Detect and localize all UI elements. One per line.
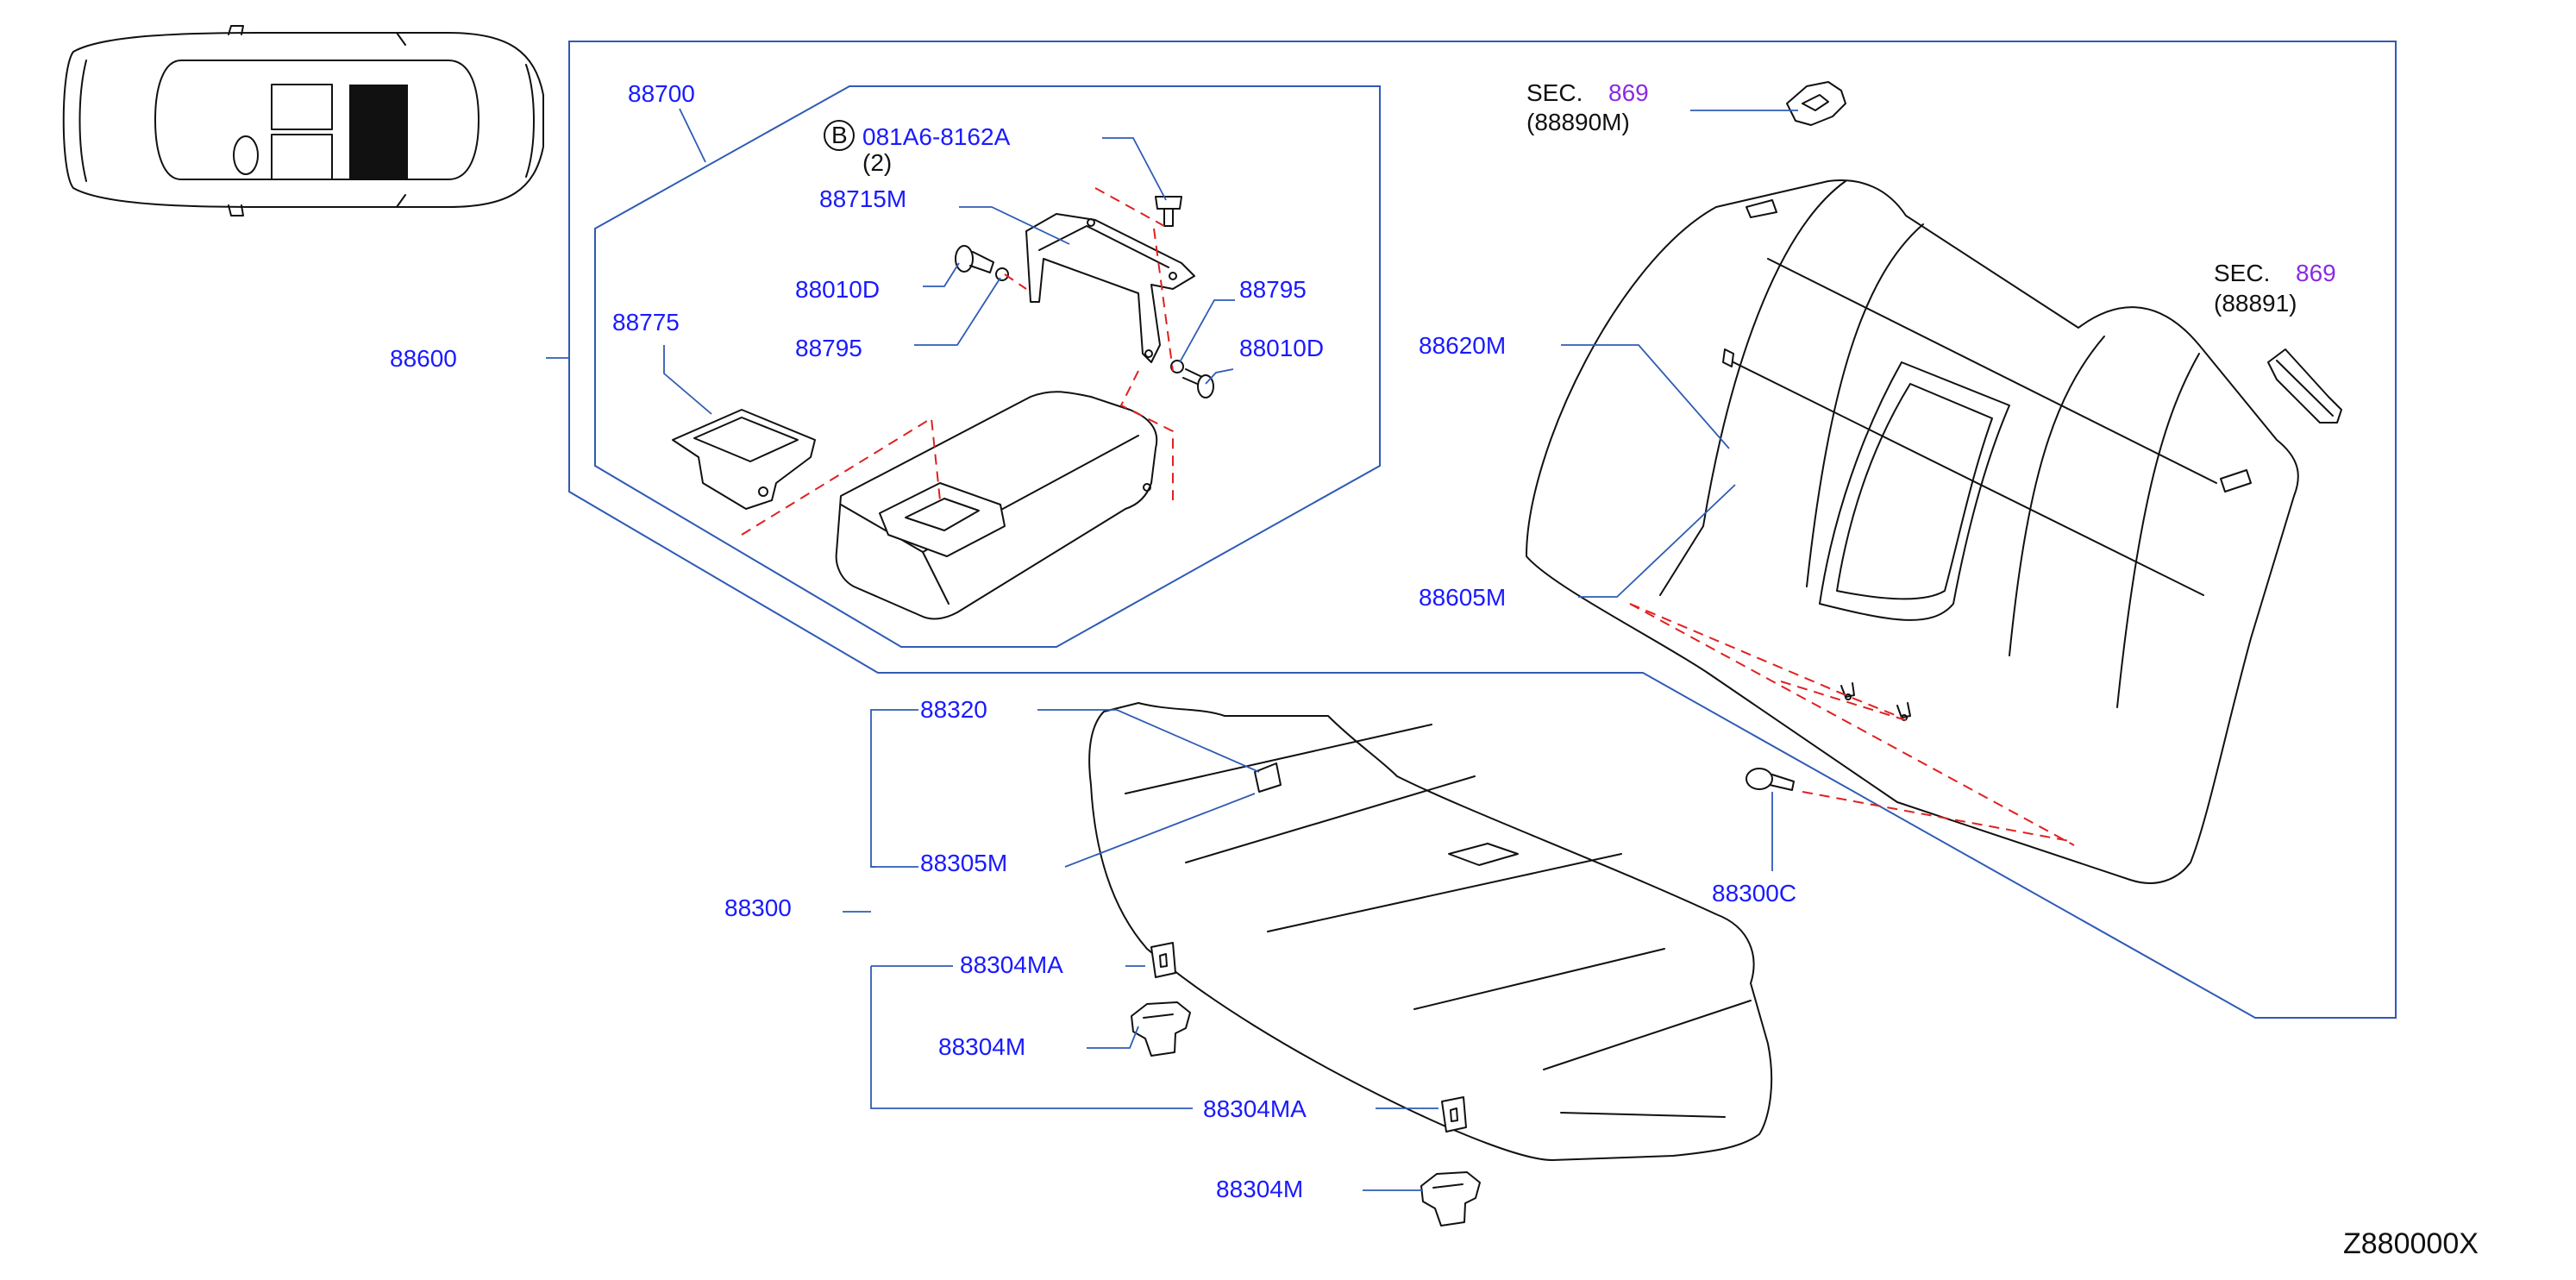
sec-ref-right-prefix: SEC. bbox=[2214, 260, 2270, 286]
label-88304ma-upper[interactable]: 88304MA bbox=[960, 951, 1063, 978]
nut-88795-left bbox=[995, 267, 1009, 281]
label-081a6-8162a[interactable]: 081A6-8162A bbox=[862, 123, 1011, 150]
label-88305m[interactable]: 88305M bbox=[920, 850, 1007, 876]
label-bolt-quantity: (2) bbox=[862, 149, 892, 176]
armrest-assembly bbox=[835, 391, 1158, 620]
label-88620m[interactable]: 88620M bbox=[1419, 332, 1506, 359]
circle-b-marker bbox=[824, 120, 855, 151]
car-top-view-icon bbox=[62, 25, 544, 216]
label-88700[interactable]: 88700 bbox=[628, 80, 695, 107]
clip-88891 bbox=[2267, 348, 2342, 424]
diagram-code: Z880000X bbox=[2343, 1227, 2479, 1260]
label-88600[interactable]: 88600 bbox=[390, 345, 457, 372]
label-88304ma-lower[interactable]: 88304MA bbox=[1203, 1095, 1307, 1122]
bolt-marker-letter: B bbox=[831, 122, 848, 148]
armrest-cup-holder-88775 bbox=[672, 409, 816, 510]
label-88300c[interactable]: 88300C bbox=[1712, 880, 1796, 907]
screw-88010d-right bbox=[1182, 368, 1214, 398]
label-88304m-lower[interactable]: 88304M bbox=[1216, 1176, 1303, 1202]
seat-back-88600 bbox=[1526, 179, 2299, 884]
nut-88795-right bbox=[1170, 360, 1184, 373]
clip-88304m-upper bbox=[1131, 1001, 1191, 1057]
label-88795-left[interactable]: 88795 bbox=[795, 335, 862, 361]
label-88795-right[interactable]: 88795 bbox=[1239, 276, 1307, 303]
bolt-88300c bbox=[1746, 768, 1795, 791]
clip-88304ma-lower bbox=[1441, 1096, 1467, 1133]
label-88775[interactable]: 88775 bbox=[612, 309, 680, 336]
screw-88010d-left bbox=[955, 245, 994, 273]
frame-88600-outline bbox=[568, 41, 2397, 1019]
clip-88304m-lower bbox=[1420, 1171, 1481, 1227]
seat-cushion-88300 bbox=[1088, 702, 1773, 1161]
label-88320[interactable]: 88320 bbox=[920, 696, 987, 723]
armrest-bracket-88715m bbox=[1025, 213, 1195, 363]
label-88715m[interactable]: 88715M bbox=[819, 185, 906, 212]
label-88300[interactable]: 88300 bbox=[724, 894, 792, 921]
sec-ref-top-number[interactable]: 869 bbox=[1608, 79, 1649, 106]
label-88304m-upper[interactable]: 88304M bbox=[938, 1033, 1025, 1060]
label-88010d-left[interactable]: 88010D bbox=[795, 276, 880, 303]
clip-88304ma-upper bbox=[1150, 942, 1176, 978]
sec-ref-right-part: (88891) bbox=[2214, 290, 2297, 317]
label-88010d-right[interactable]: 88010D bbox=[1239, 335, 1324, 361]
frame-88700-outline bbox=[594, 85, 1381, 648]
sec-ref-right-number[interactable]: 869 bbox=[2296, 260, 2336, 286]
sec-ref-top-prefix: SEC. bbox=[1526, 79, 1583, 106]
clip-88890m bbox=[1786, 81, 1846, 126]
sec-ref-top-part: (88890M) bbox=[1526, 109, 1630, 135]
bolt-081a6 bbox=[1155, 196, 1182, 227]
label-88605m[interactable]: 88605M bbox=[1419, 584, 1506, 611]
